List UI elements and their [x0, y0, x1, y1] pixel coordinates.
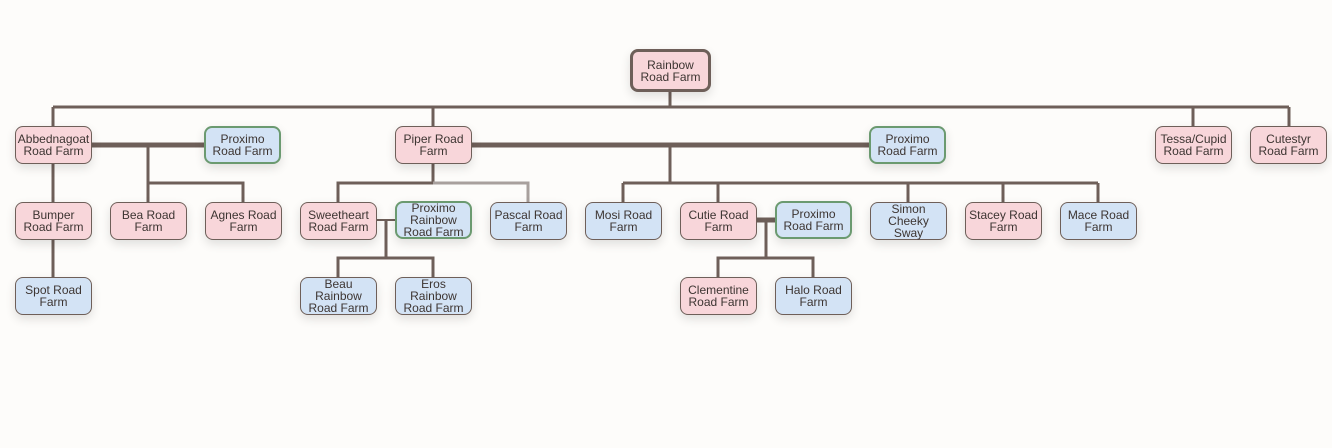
connector-to-agnes [148, 181, 245, 202]
connector-to-beau [336, 220, 388, 277]
connector-to-eros [386, 256, 435, 277]
node-label: Bea Road Farm [121, 208, 176, 234]
node-label: Proximo Road Farm [783, 207, 844, 233]
node-halo-road-farm[interactable]: Halo Road Farm [775, 277, 852, 315]
node-label: Mace Road Farm [1067, 208, 1130, 234]
node-eros-rainbow-road-farm[interactable]: Eros Rainbow Road Farm [395, 277, 472, 315]
connector-to-sweetheart [336, 164, 435, 202]
node-stacey-road-farm[interactable]: Stacey Road Farm [965, 202, 1042, 240]
node-proximo-rainbow-road-farm-partner[interactable]: Proximo Rainbow Road Farm [395, 201, 472, 239]
node-bumper-road-farm[interactable]: Bumper Road Farm [15, 202, 92, 240]
node-label: Beau Rainbow Road Farm [308, 277, 369, 315]
node-label: Cutestyr Road Farm [1258, 132, 1319, 158]
node-label: Bumper Road Farm [23, 208, 84, 234]
node-rainbow-road-farm[interactable]: Rainbow Road Farm [630, 49, 711, 92]
node-label: Sweetheart Road Farm [308, 208, 369, 234]
node-tessa-cupid-road-farm[interactable]: Tessa/Cupid Road Farm [1155, 126, 1232, 164]
node-label: Proximo Road Farm [212, 132, 273, 158]
node-label: Piper Road Farm [403, 132, 464, 158]
node-label: Stacey Road Farm [969, 208, 1038, 234]
node-label: Cutie Road Farm [688, 208, 749, 234]
node-label: Spot Road Farm [25, 283, 82, 309]
node-label: Abbednagoat Road Farm [17, 132, 90, 158]
connector-to-pascal [433, 181, 530, 202]
node-label: Simon Cheeky Sway [888, 202, 929, 240]
node-label: Halo Road Farm [785, 283, 842, 309]
node-proximo-road-farm-partner[interactable]: Proximo Road Farm [775, 201, 852, 239]
node-pascal-road-farm[interactable]: Pascal Road Farm [490, 202, 567, 240]
node-abbednagoat-road-farm[interactable]: Abbednagoat Road Farm [15, 126, 92, 164]
node-bea-road-farm[interactable]: Bea Road Farm [110, 202, 187, 240]
node-label: Proximo Rainbow Road Farm [403, 201, 464, 239]
node-piper-road-farm[interactable]: Piper Road Farm [395, 126, 472, 164]
node-spot-road-farm[interactable]: Spot Road Farm [15, 277, 92, 315]
node-agnes-road-farm[interactable]: Agnes Road Farm [205, 202, 282, 240]
node-mosi-road-farm[interactable]: Mosi Road Farm [585, 202, 662, 240]
node-proximo-road-farm-partner[interactable]: Proximo Road Farm [204, 126, 281, 164]
node-label: Clementine Road Farm [688, 283, 749, 309]
node-mace-road-farm[interactable]: Mace Road Farm [1060, 202, 1137, 240]
node-cutestyr-road-farm[interactable]: Cutestyr Road Farm [1250, 126, 1327, 164]
node-proximo-road-farm-partner[interactable]: Proximo Road Farm [869, 126, 946, 164]
node-beau-rainbow-road-farm[interactable]: Beau Rainbow Road Farm [300, 277, 377, 315]
node-label: Agnes Road Farm [210, 208, 277, 234]
node-simon-cheeky-sway[interactable]: Simon Cheeky Sway [870, 202, 947, 240]
node-label: Eros Rainbow Road Farm [403, 277, 464, 315]
node-sweetheart-road-farm[interactable]: Sweetheart Road Farm [300, 202, 377, 240]
connector-to-clementine [716, 220, 768, 277]
node-label: Rainbow Road Farm [640, 57, 701, 84]
connector-to-halo [766, 256, 815, 277]
node-label: Proximo Road Farm [877, 132, 938, 158]
node-label: Mosi Road Farm [594, 208, 653, 234]
node-label: Pascal Road Farm [494, 208, 563, 234]
node-label: Tessa/Cupid Road Farm [1160, 132, 1227, 158]
node-cutie-road-farm[interactable]: Cutie Road Farm [680, 202, 757, 240]
node-clementine-road-farm[interactable]: Clementine Road Farm [680, 277, 757, 315]
